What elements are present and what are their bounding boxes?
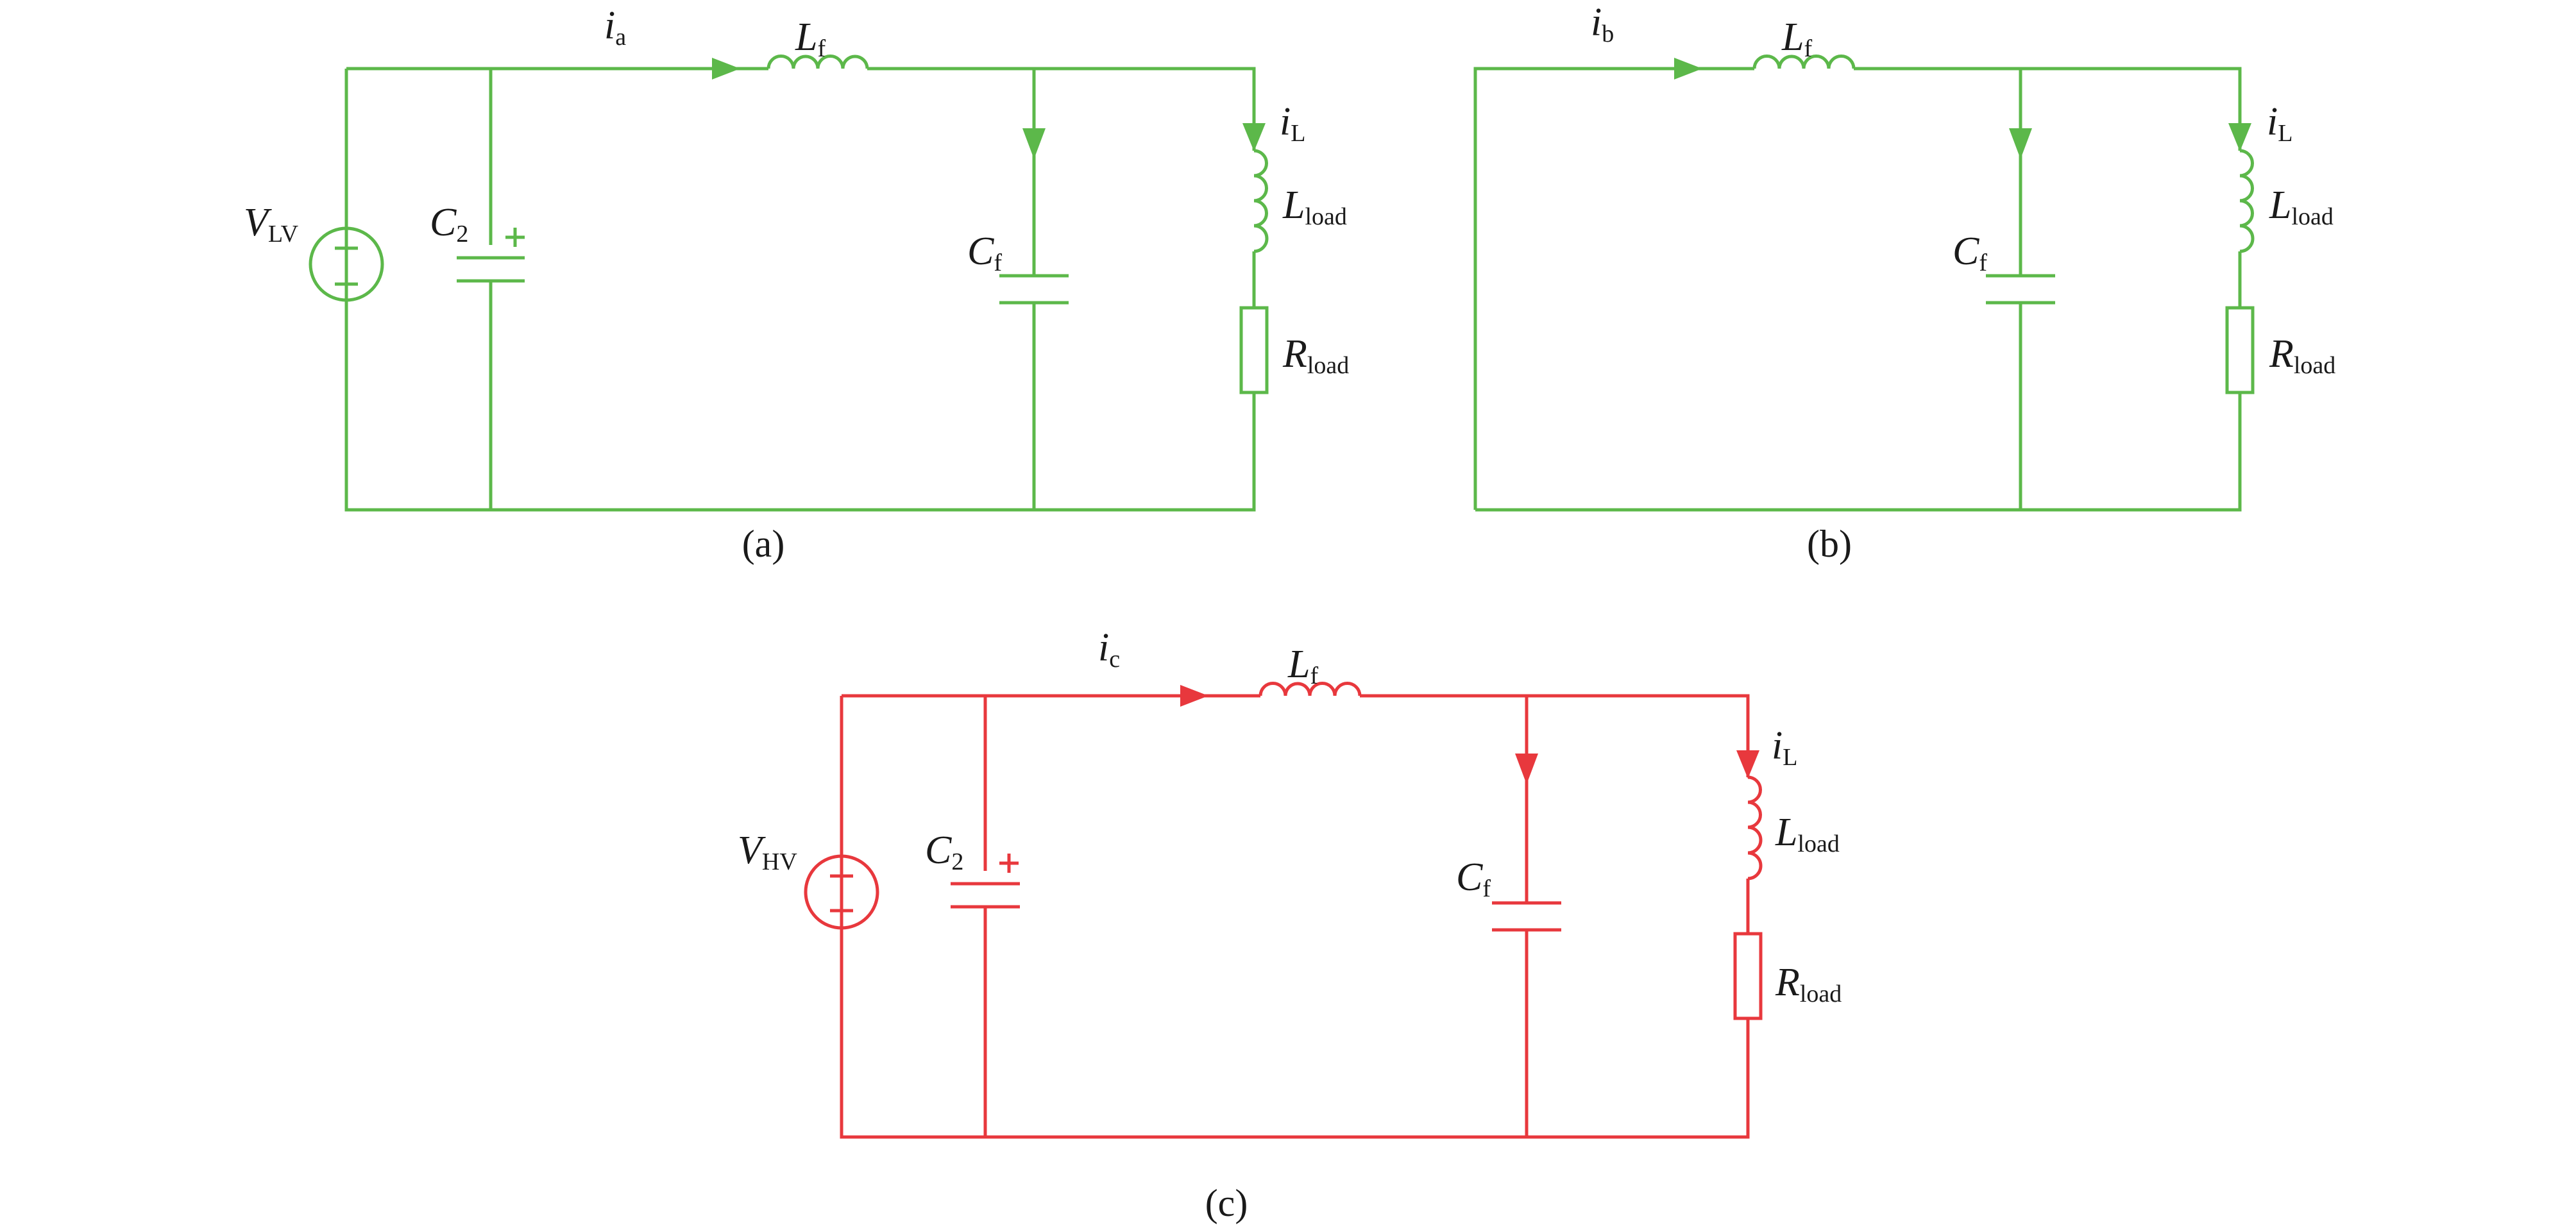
circuit-c-il-label: iL (1772, 724, 1797, 771)
circuit-a-il-arrow (1242, 123, 1266, 151)
circuit-a-c2-label: C2 (430, 201, 468, 248)
circuit-c-caption: (c) (1205, 1182, 1248, 1224)
circuit-c-wires (840, 694, 1750, 1139)
circuit-a-c2-plates (457, 256, 525, 283)
circuit-c-cf-label: Cf (1456, 855, 1491, 902)
circuit-a-lf-inductor (767, 55, 869, 69)
circuit-a-rload-label: Rload (1282, 332, 1349, 379)
circuit-b-current-arrow (1674, 58, 1702, 80)
circuit-c-arrows (1180, 685, 1759, 784)
circuit-a-source-plus (335, 237, 358, 260)
circuit-b-lf-inductor (1752, 55, 1856, 69)
circuit-b-lload-label: Lload (2269, 183, 2334, 230)
circuit-a-c2-plus (505, 228, 525, 247)
circuit-c-voltage-source (804, 854, 879, 930)
circuit-a-voltage-source (309, 226, 384, 302)
circuit-c-lf-label: Lf (1287, 643, 1318, 689)
circuit-a-source-label: VLV (244, 201, 299, 248)
circuit-b-lload-inductor (2239, 149, 2255, 253)
circuit-b (1473, 55, 2255, 512)
circuit-a-wires (344, 67, 1256, 512)
circuit-c-lload-label: Lload (1775, 811, 1840, 857)
circuit-b-cf-arrow (2009, 128, 2032, 159)
circuit-b-cf-label: Cf (1953, 230, 1987, 276)
circuit-a-cf-arrow (1022, 128, 1046, 159)
circuit-b-rload-resistor (2225, 306, 2255, 394)
circuit-a-labels: VLV C2 ia Lf Cf iL Lload Rload (a) (244, 4, 1349, 565)
circuit-b-il-label: iL (2267, 100, 2292, 147)
circuit-c-c2-plus (999, 854, 1019, 873)
circuit-a-arrows (712, 58, 1266, 159)
circuit-b-cf-plates (1986, 274, 2055, 305)
circuit-b-caption: (b) (1807, 523, 1852, 565)
circuit-b-lf-label: Lf (1781, 15, 1812, 62)
circuit-a-cf-plates (999, 274, 1069, 305)
circuit-c-rload-resistor (1733, 932, 1763, 1020)
circuit-c-current-arrow (1180, 685, 1208, 707)
circuit-c-source-label: VHV (738, 829, 797, 875)
circuit-b-wires (1473, 67, 2242, 512)
circuit-b-labels: ib Lf Cf iL Lload Rload (b) (1591, 1, 2335, 565)
circuit-a-cf-label: Cf (967, 230, 1002, 276)
circuit-c-c2-plates (951, 882, 1020, 909)
circuit-c-lf-inductor (1258, 682, 1362, 696)
circuit-c-c2-label: C2 (925, 829, 963, 875)
circuit-b-arrows (1674, 58, 2251, 159)
circuit-a-current-label: ia (604, 4, 626, 51)
circuit-c (804, 682, 1763, 1139)
circuit-a (309, 55, 1269, 512)
circuit-c-current-label: ic (1098, 626, 1120, 673)
circuit-c-cf-plates (1492, 901, 1561, 932)
circuit-b-current-label: ib (1591, 1, 1614, 47)
circuit-b-rload-label: Rload (2269, 332, 2335, 379)
circuit-a-caption: (a) (742, 523, 785, 565)
circuit-a-rload-resistor (1239, 306, 1269, 394)
circuit-a-current-arrow (712, 58, 740, 80)
circuit-a-lload-inductor (1253, 149, 1269, 253)
circuit-c-cf-arrow (1515, 754, 1538, 784)
circuit-a-lload-label: Lload (1282, 183, 1347, 230)
circuit-c-source-plus (830, 864, 853, 888)
circuit-a-lf-label: Lf (795, 15, 826, 62)
circuit-c-il-arrow (1736, 750, 1759, 779)
circuit-c-lload-inductor (1747, 775, 1763, 880)
circuit-c-rload-label: Rload (1775, 961, 1842, 1007)
circuit-c-labels: VHV C2 ic Lf Cf iL Lload Rload (c) (738, 626, 1842, 1224)
circuit-a-il-label: iL (1280, 100, 1305, 147)
circuit-b-il-arrow (2228, 123, 2251, 151)
